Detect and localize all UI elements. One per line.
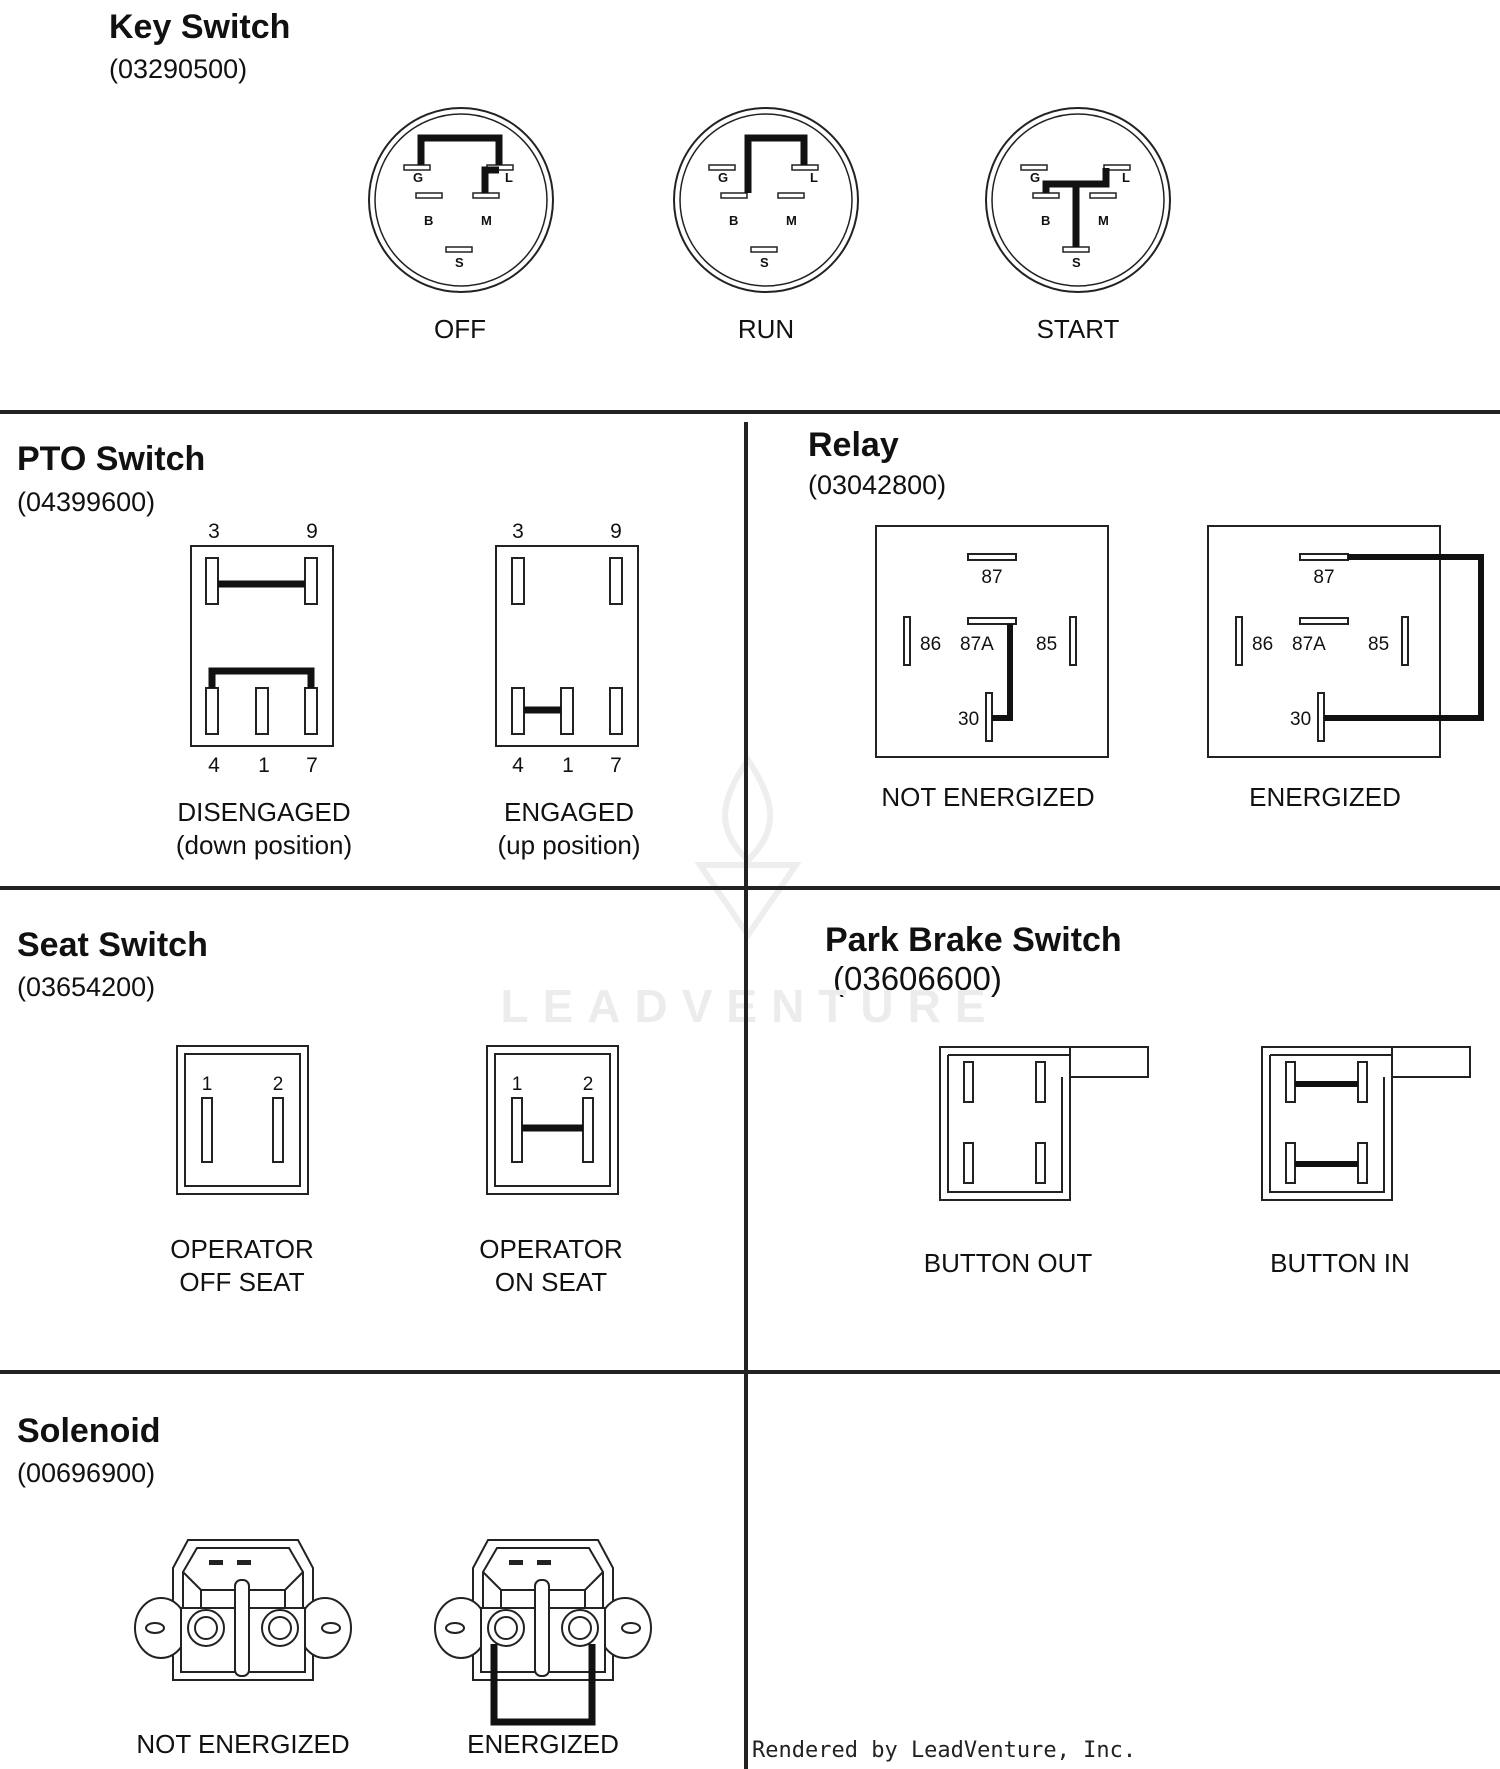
seat-switch-off: 1 2 xyxy=(176,1045,309,1195)
pto-eng-pin-1: 1 xyxy=(562,754,574,777)
solenoid-not-energized xyxy=(134,1539,352,1681)
key-start-g: G xyxy=(1030,170,1040,185)
key-off-b: B xyxy=(424,213,433,228)
park-brake-switch-title: Park Brake Switch xyxy=(825,921,1122,959)
relay-ne-85: 85 xyxy=(1036,634,1057,655)
seat-on-pin-1: 1 xyxy=(512,1074,523,1095)
key-start-m: M xyxy=(1098,213,1109,228)
key-start-l: L xyxy=(1122,170,1130,185)
key-switch-run: G L B M S xyxy=(673,107,859,293)
key-off-g: G xyxy=(413,170,423,185)
key-switch-start: G L B M S xyxy=(985,107,1171,293)
relay-e-30: 30 xyxy=(1290,709,1311,730)
pto-disengaged-caption: DISENGAGED (down position) xyxy=(144,796,384,861)
pto-engaged-line1: ENGAGED xyxy=(503,797,635,827)
relay-e-85: 85 xyxy=(1368,634,1389,655)
pto-switch-title: PTO Switch xyxy=(17,440,206,478)
pto-eng-pin-3: 3 xyxy=(512,520,524,543)
relay-ne-87a: 87A xyxy=(960,634,994,655)
key-run-m: M xyxy=(786,213,797,228)
key-start-b: B xyxy=(1041,213,1050,228)
relay-ne-87: 87 xyxy=(981,567,1002,588)
seat-switch-title: Seat Switch xyxy=(17,926,208,964)
seat-on-caption: OPERATOR ON SEAT xyxy=(431,1233,671,1298)
pto-eng-pin-9: 9 xyxy=(610,520,622,543)
pto-disengaged-line1: DISENGAGED xyxy=(177,797,351,827)
pto-engaged-caption: ENGAGED (up position) xyxy=(449,796,689,861)
park-brake-switch-part-number: (03606600) xyxy=(833,960,1002,997)
key-switch-title: Key Switch xyxy=(109,8,291,46)
solenoid-not-energized-caption: NOT ENERGIZED xyxy=(136,1729,350,1759)
key-off-l: L xyxy=(505,170,513,185)
pto-switch-part-number: (04399600) xyxy=(17,487,156,517)
pto-switch-engaged: 3 9 4 1 7 xyxy=(495,520,639,777)
relay-not-energized: 87 86 87A 85 30 xyxy=(875,525,1109,758)
pto-dis-pin-1: 1 xyxy=(258,754,270,777)
key-start-caption: START xyxy=(1036,314,1120,344)
relay-part-number: (03042800) xyxy=(808,470,947,500)
pto-dis-pin-4: 4 xyxy=(208,754,220,777)
solenoid-energized-caption: ENERGIZED xyxy=(467,1729,619,1759)
relay-e-86: 86 xyxy=(1252,634,1273,655)
park-brake-in-caption: BUTTON IN xyxy=(1270,1248,1410,1278)
pto-dis-pin-9: 9 xyxy=(306,520,318,543)
key-run-b: B xyxy=(729,213,738,228)
footer-credit: Rendered by LeadVenture, Inc. xyxy=(752,1738,1137,1763)
park-brake-out-caption: BUTTON OUT xyxy=(923,1248,1093,1278)
relay-ne-30: 30 xyxy=(958,709,979,730)
relay-e-87: 87 xyxy=(1313,567,1334,588)
solenoid-title: Solenoid xyxy=(17,1412,161,1450)
relay-e-87a: 87A xyxy=(1292,634,1326,655)
solenoid-energized xyxy=(434,1539,652,1726)
park-brake-button-out xyxy=(939,1046,1149,1201)
seat-on-line2: ON SEAT xyxy=(494,1266,608,1297)
seat-off-line1: OPERATOR xyxy=(170,1234,314,1264)
pto-dis-pin-3: 3 xyxy=(208,520,220,543)
key-run-g: G xyxy=(718,170,728,185)
pto-eng-pin-7: 7 xyxy=(610,754,622,777)
section-dividers xyxy=(0,410,1500,1769)
key-run-caption: RUN xyxy=(737,314,795,344)
seat-off-pin-1: 1 xyxy=(202,1074,213,1095)
watermark-text: LEADVENTURE xyxy=(500,980,999,1032)
pto-disengaged-line2: (down position) xyxy=(175,829,353,860)
pto-engaged-line2: (up position) xyxy=(497,829,641,860)
key-start-s: S xyxy=(1072,255,1081,270)
key-switch-off: G L B M S xyxy=(368,107,554,293)
key-off-s: S xyxy=(455,255,464,270)
pto-eng-pin-4: 4 xyxy=(512,754,524,777)
key-switch-part-number: (03290500) xyxy=(109,54,248,84)
key-run-s: S xyxy=(760,255,769,270)
key-off-caption: OFF xyxy=(434,314,486,344)
park-brake-button-in xyxy=(1261,1046,1471,1201)
relay-title: Relay xyxy=(808,426,899,464)
seat-off-caption: OPERATOR OFF SEAT xyxy=(122,1233,362,1298)
relay-ne-86: 86 xyxy=(920,634,941,655)
relay-energized-caption: ENERGIZED xyxy=(1249,782,1401,812)
seat-off-pin-2: 2 xyxy=(273,1074,284,1095)
relay-energized: 87 86 87A 85 30 xyxy=(1207,525,1484,758)
seat-switch-on: 1 2 xyxy=(486,1045,619,1195)
relay-not-energized-caption: NOT ENERGIZED xyxy=(881,782,1095,812)
solenoid-part-number: (00696900) xyxy=(17,1458,156,1488)
seat-on-line1: OPERATOR xyxy=(479,1234,623,1264)
key-run-l: L xyxy=(810,170,818,185)
seat-off-line2: OFF SEAT xyxy=(179,1266,305,1297)
pto-dis-pin-7: 7 xyxy=(306,754,318,777)
seat-switch-part-number: (03654200) xyxy=(17,972,156,1002)
pto-switch-disengaged: 3 9 4 1 7 xyxy=(190,520,334,777)
key-off-m: M xyxy=(481,213,492,228)
seat-on-pin-2: 2 xyxy=(583,1074,594,1095)
